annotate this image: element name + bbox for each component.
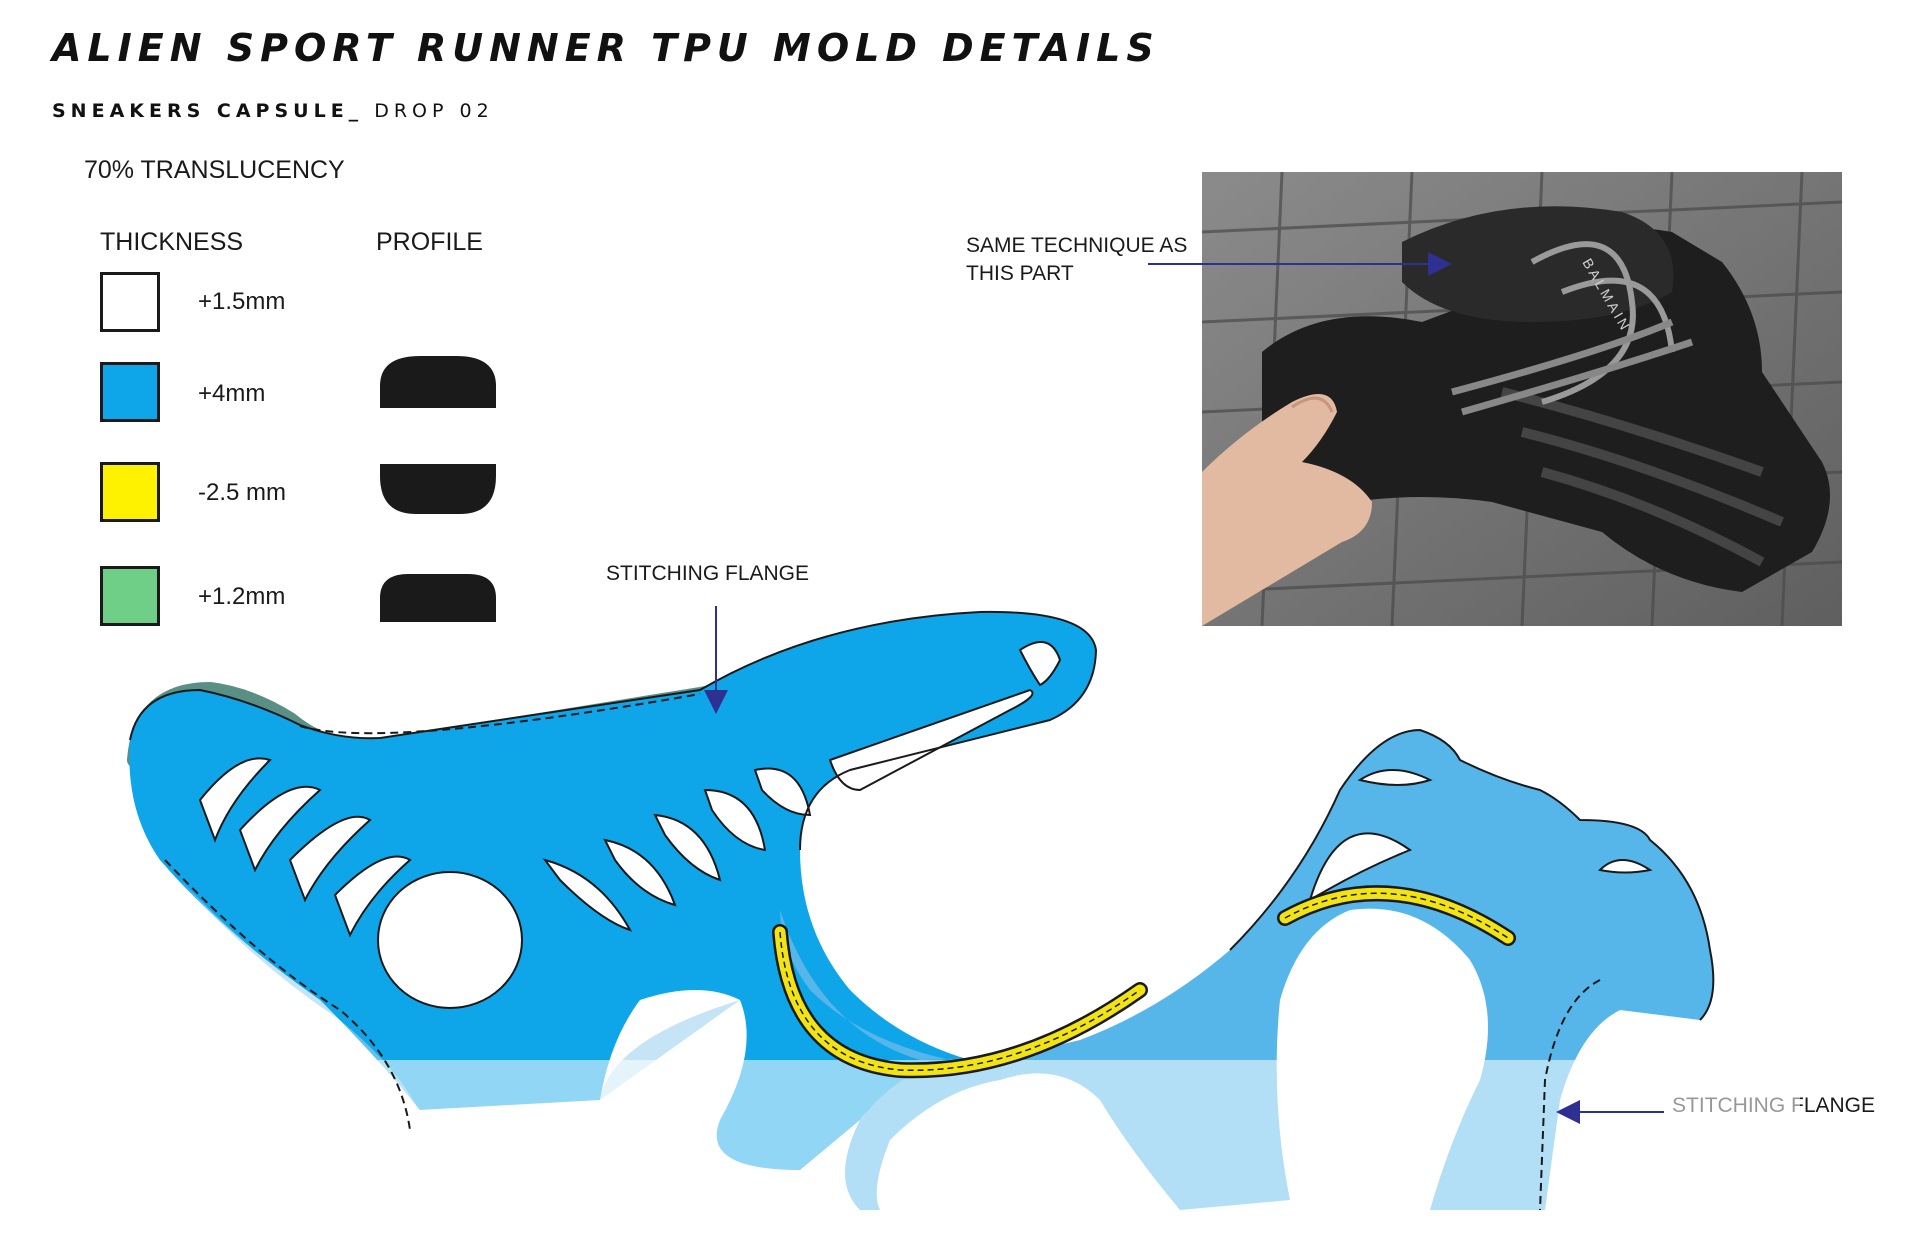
thickness-header: THICKNESS xyxy=(100,228,244,256)
stitching-flange-top-label: STITCHING FLANGE xyxy=(606,562,810,585)
thickness-value-3: -2.5 mm xyxy=(198,479,287,506)
mold-hole-right-1 xyxy=(1308,832,1413,903)
mold-slot-tip xyxy=(1018,641,1062,687)
mold-hole-large xyxy=(377,871,523,1009)
thickness-value-2: +4mm xyxy=(198,380,266,407)
thickness-value-4: +1.2mm xyxy=(198,583,286,610)
swatch-green xyxy=(100,566,160,626)
swatch-blue xyxy=(100,362,160,422)
stitch-line-left xyxy=(164,859,411,1131)
mold-slot-3 xyxy=(288,815,372,903)
profile-low-dome xyxy=(380,574,496,622)
mold-slot-8 xyxy=(703,788,767,852)
swatch-yellow xyxy=(100,462,160,522)
technique-line-1: SAME TECHNIQUE AS xyxy=(966,234,1188,257)
mold-slot-5 xyxy=(542,858,633,932)
subtitle-capsule: SNEAKERS CAPSULE_ xyxy=(52,100,364,122)
mold-slit-right-2 xyxy=(1597,859,1653,874)
swatch-white xyxy=(100,272,160,332)
page-subtitle: SNEAKERS CAPSULE_ DROP 02 xyxy=(52,100,494,122)
reference-photo: BALMAIN xyxy=(1202,172,1842,626)
page-title: ALIEN SPORT RUNNER TPU MOLD DETAILS xyxy=(52,26,1160,70)
stitch-line-right xyxy=(1539,979,1601,1211)
translucency-label: 70% TRANSLUCENCY xyxy=(84,156,345,184)
mold-slot-4 xyxy=(333,855,412,938)
mold-slot-7 xyxy=(653,813,722,882)
technique-callout: SAME TECHNIQUE AS THIS PART xyxy=(966,232,1187,288)
stitch-line-top xyxy=(299,693,701,735)
profile-raised-dome xyxy=(380,356,496,408)
mold-slot-1 xyxy=(198,757,272,843)
thickness-value-1: +1.5mm xyxy=(198,288,286,315)
mold-slot-6 xyxy=(603,838,677,907)
mold-slot-2 xyxy=(238,785,322,873)
profile-header: PROFILE xyxy=(376,228,483,256)
mold-slit-right-1 xyxy=(1357,769,1433,786)
subtitle-drop: DROP 02 xyxy=(363,100,494,122)
profile-recessed xyxy=(380,464,496,514)
mold-slot-9 xyxy=(753,767,812,817)
technique-line-2: THIS PART xyxy=(966,262,1074,285)
